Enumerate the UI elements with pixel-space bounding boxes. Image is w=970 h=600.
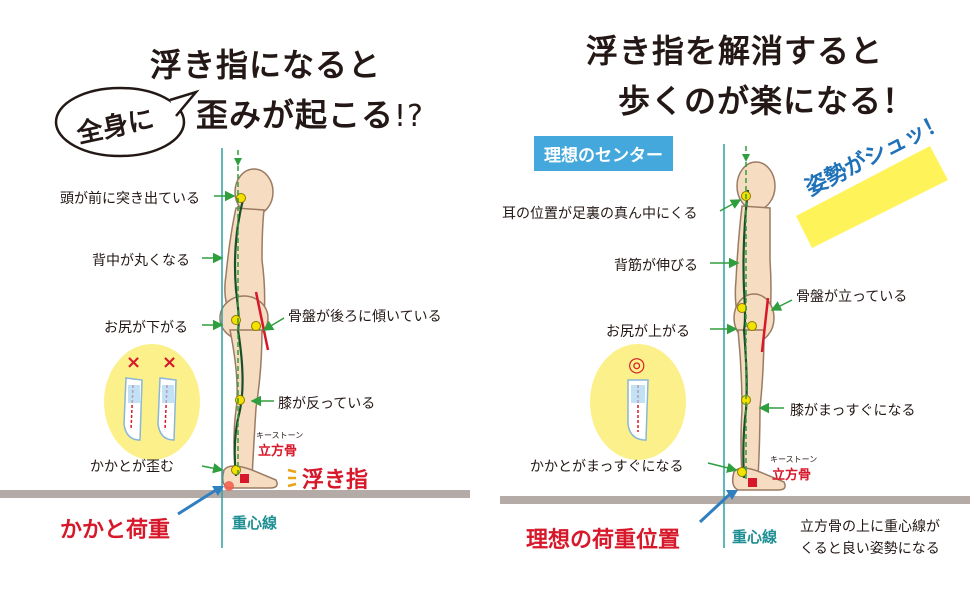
cuboid-label-right: 立方骨 <box>772 468 812 483</box>
keystone-kana-left: キーストーン <box>256 431 304 440</box>
mark-x-left-2: × <box>162 352 178 373</box>
speech-bubble <box>54 86 186 158</box>
label-hip-right: お尻が上がる <box>606 324 690 340</box>
label-knee: 膝が反っている <box>278 396 376 412</box>
ideal-load-label: 理想の荷重位置 <box>526 528 681 553</box>
label-heel: かかとが歪む <box>90 459 174 475</box>
arrow-pelvis <box>262 317 285 331</box>
floor-right <box>500 496 970 504</box>
left-title-line2: 歪みが起こる!? <box>196 90 424 136</box>
caption-line1: 立方骨の上に重心線が <box>800 519 940 535</box>
heel-load-label: かかと荷重 <box>60 518 171 543</box>
ideal-load-arrow <box>698 492 732 524</box>
banner-shape <box>796 146 948 248</box>
ideal-center-badge: 理想のセンター <box>534 136 673 171</box>
right-title-line1: 浮き指を解消すると <box>586 32 884 70</box>
gravity-line-label-left: 重心線 <box>232 514 278 532</box>
label-back: 背中が丸くなる <box>92 253 190 269</box>
left-title-line2-text: 歪みが起こる <box>196 96 395 134</box>
arrow-heel <box>201 463 224 474</box>
right-title-line2: 歩くのが楽になる！ <box>618 82 916 120</box>
mark-good: ◎ <box>628 352 646 376</box>
label-heel-right: かかとがまっすぐになる <box>530 459 684 475</box>
cuboid-label-left: 立方骨 <box>258 444 298 459</box>
caption-line2: くると良い姿勢になる <box>800 541 940 557</box>
mark-x-left-1: × <box>126 352 142 373</box>
left-title-line1: 浮き指になると <box>150 46 382 84</box>
arrow-pelvis-r <box>770 299 793 311</box>
arrow-heel-r <box>707 462 738 473</box>
label-pelvis: 骨盤が後ろに傾いている <box>288 309 442 325</box>
gravity-line-label-right: 重心線 <box>732 528 778 546</box>
arrow-ear <box>719 199 742 212</box>
speech-bubble-tail <box>169 89 200 117</box>
left-title-mark: !? <box>394 99 424 134</box>
label-knee-right: 膝がまっすぐになる <box>790 403 916 419</box>
label-pelvis-right: 骨盤が立っている <box>796 289 908 305</box>
label-head: 頭が前に突き出ている <box>60 191 200 207</box>
figure-good-posture <box>731 161 786 491</box>
feet-illustration-bad <box>123 377 177 441</box>
caption: 立方骨の上に重心線が くると良い姿勢になる <box>800 516 940 560</box>
label-ear: 耳の位置が足裏の真ん中にくる <box>502 206 698 222</box>
floor-left <box>0 490 470 498</box>
label-hip: お尻が下がる <box>104 320 188 336</box>
feet-illustration-good <box>627 379 649 441</box>
ukiyubi-label: 浮き指 <box>302 468 369 493</box>
keystone-kana-right: キーストーン <box>770 455 818 464</box>
heel-load-arrow <box>177 488 217 516</box>
label-spine: 背筋が伸びる <box>614 258 698 274</box>
sparkle-icon <box>287 468 297 488</box>
feet-circle-left <box>104 344 200 460</box>
